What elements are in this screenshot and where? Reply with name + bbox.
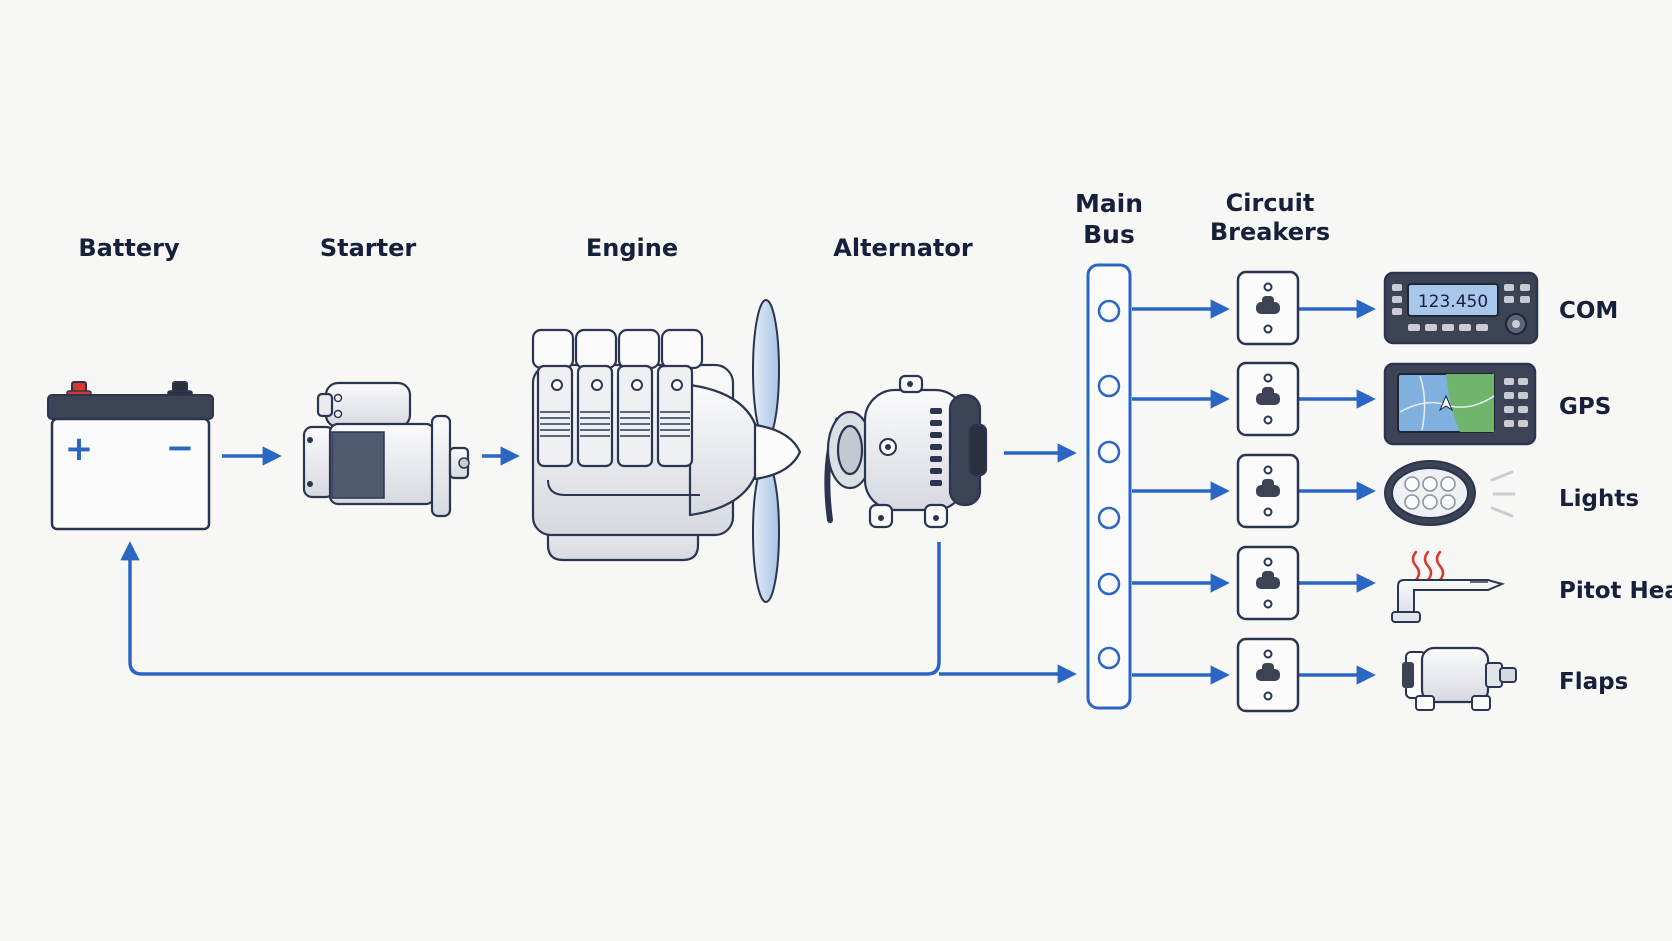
engine-label: Engine [586, 234, 678, 262]
battery-label: Battery [78, 234, 180, 262]
branch-arrows [1132, 299, 1376, 685]
main-bus [1086, 263, 1132, 710]
main-bus-label-line2: Bus [1083, 220, 1135, 249]
bus-tap [1097, 506, 1121, 530]
circuit-breaker-gps[interactable] [1236, 361, 1300, 437]
circuit-breakers-label-line1: Circuit [1226, 189, 1315, 217]
circuit-breakers [1236, 270, 1300, 713]
circuit-breaker-lights[interactable] [1236, 453, 1300, 529]
radio-icon: 123.450 [1383, 271, 1539, 345]
load-label-com: COM [1559, 298, 1618, 324]
starter-motor-icon [302, 381, 470, 518]
battery-negative-symbol: − [166, 428, 195, 468]
light-icon [1384, 460, 1516, 526]
circuit-breakers-label-line2: Breakers [1210, 218, 1330, 246]
bus-tap [1097, 299, 1121, 323]
battery-positive-symbol: + [65, 429, 94, 469]
engine-icon [531, 299, 802, 603]
circuit-breaker-flaps[interactable] [1236, 637, 1300, 713]
main-bus-label-line1: Main [1075, 189, 1143, 218]
load-label-lights: Lights [1559, 486, 1639, 512]
battery-icon: + − [47, 381, 214, 531]
alternator-icon [824, 374, 988, 529]
starter-label: Starter [320, 234, 417, 262]
circuit-breaker-com[interactable] [1236, 270, 1300, 346]
com-frequency-display: 123.450 [1418, 292, 1488, 312]
load-label-flaps: Flaps [1559, 669, 1628, 695]
bus-tap [1097, 374, 1121, 398]
flap-motor-icon [1402, 646, 1517, 711]
load-label-gps: GPS [1559, 394, 1611, 420]
alternator-label: Alternator [833, 234, 973, 262]
charging-return-line [120, 541, 941, 676]
load-label-pitot-heat: Pitot Heat [1559, 578, 1672, 604]
circuit-breaker-pitot-heat[interactable] [1236, 545, 1300, 621]
bus-tap [1097, 440, 1121, 464]
power-flow-arrows [120, 443, 1077, 684]
bus-tap [1097, 572, 1121, 596]
gps-display-icon [1383, 362, 1537, 446]
bus-tap [1097, 646, 1121, 670]
pitot-tube-icon [1391, 550, 1505, 623]
